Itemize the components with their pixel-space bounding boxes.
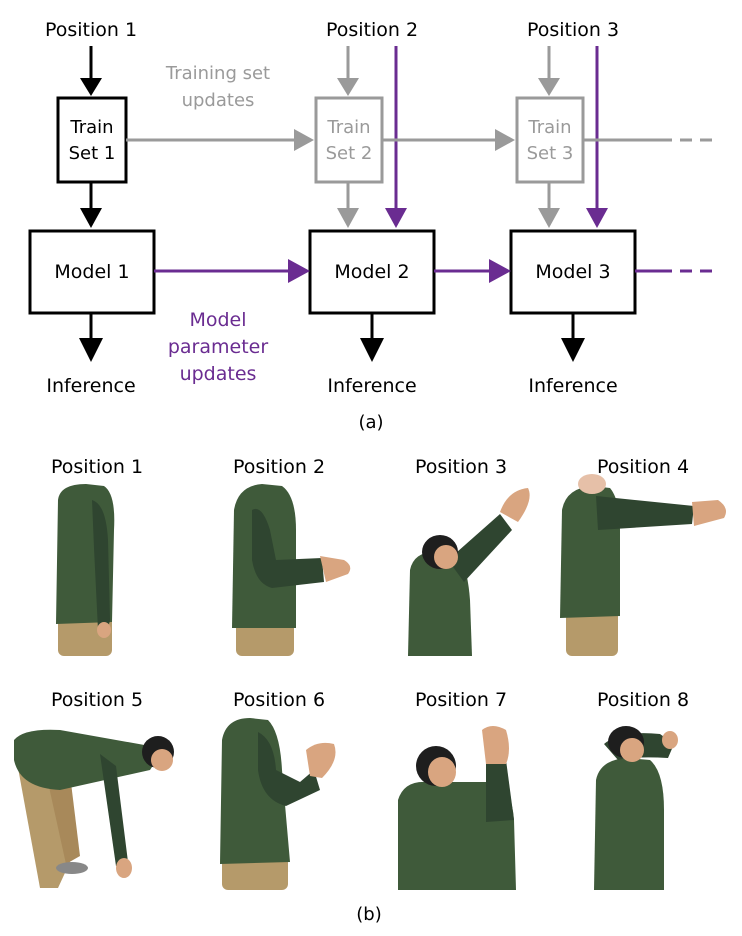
- arrowhead-pos1: [80, 78, 102, 96]
- train-set-3-box: [515, 96, 585, 184]
- arrowhead-model1-top: [80, 208, 102, 228]
- pose-4-figure: [560, 474, 726, 656]
- arrowhead-pos2-purple: [385, 208, 407, 228]
- pose-3-figure: [408, 488, 530, 656]
- position-label-3: Position 3: [527, 19, 619, 41]
- pose-label-1: Position 1: [51, 456, 143, 478]
- position-label-1: Position 1: [45, 19, 137, 41]
- model-3-box: [509, 229, 637, 315]
- arrowhead-trainset3: [495, 129, 515, 151]
- arrowhead-model3-gray: [538, 208, 560, 228]
- inference-label-2: Inference: [327, 375, 416, 397]
- pose-8-figure: [594, 726, 678, 890]
- training-updates-line2: updates: [182, 90, 255, 111]
- train-set-2-box: [314, 96, 384, 184]
- caption-b: (b): [356, 904, 381, 925]
- arrowhead-pos2-gray: [337, 78, 359, 96]
- inference-label-3: Inference: [528, 375, 617, 397]
- pose-6-figure: [220, 718, 336, 890]
- caption-a: (a): [358, 412, 383, 433]
- pose-label-4: Position 4: [597, 456, 689, 478]
- arrowhead-pos3-gray: [538, 78, 560, 96]
- pose-1-figure: [56, 484, 115, 656]
- train-set-3-line2: Set 3: [527, 143, 574, 164]
- diagram-a: Position 1 Position 2 Position 3 Train S…: [28, 19, 712, 433]
- train-set-1-line2: Set 1: [69, 143, 116, 164]
- pose-2-figure: [232, 484, 351, 656]
- inference-label-1: Inference: [46, 375, 135, 397]
- pose-5-figure: [14, 729, 174, 888]
- pose-label-7: Position 7: [415, 689, 507, 711]
- model-updates-line1: Model: [189, 309, 246, 331]
- pose-label-5: Position 5: [51, 689, 143, 711]
- pose-label-3: Position 3: [415, 456, 507, 478]
- arrowhead-model2-gray: [337, 208, 359, 228]
- pose-label-2: Position 2: [233, 456, 325, 478]
- train-set-2-line2: Set 2: [326, 143, 373, 164]
- arrowhead-inference-2: [360, 338, 384, 362]
- arrowhead-inference-3: [561, 338, 585, 362]
- model-updates-line3: updates: [180, 363, 257, 385]
- arrowhead-model2-purple: [288, 259, 310, 283]
- pose-7-figure: [398, 726, 516, 890]
- train-set-1-box: [56, 96, 128, 184]
- position-label-2: Position 2: [326, 19, 418, 41]
- model-3-label: Model 3: [535, 261, 610, 283]
- pose-grid: Position 1 Position 2 Position 3 Positio…: [14, 456, 726, 925]
- arrowhead-model3-purple: [489, 259, 511, 283]
- train-set-2-line1: Train: [326, 117, 370, 138]
- pose-label-6: Position 6: [233, 689, 325, 711]
- train-set-1-line1: Train: [69, 117, 113, 138]
- train-set-3-line1: Train: [527, 117, 571, 138]
- training-updates-line1: Training set: [165, 63, 270, 84]
- arrowhead-pos3-purple: [586, 208, 608, 228]
- model-updates-line2: parameter: [168, 336, 268, 358]
- pose-label-8: Position 8: [597, 689, 689, 711]
- model-1-label: Model 1: [54, 261, 129, 283]
- arrowhead-inference-1: [79, 338, 103, 362]
- model-2-label: Model 2: [334, 261, 409, 283]
- arrowhead-trainset2: [294, 129, 314, 151]
